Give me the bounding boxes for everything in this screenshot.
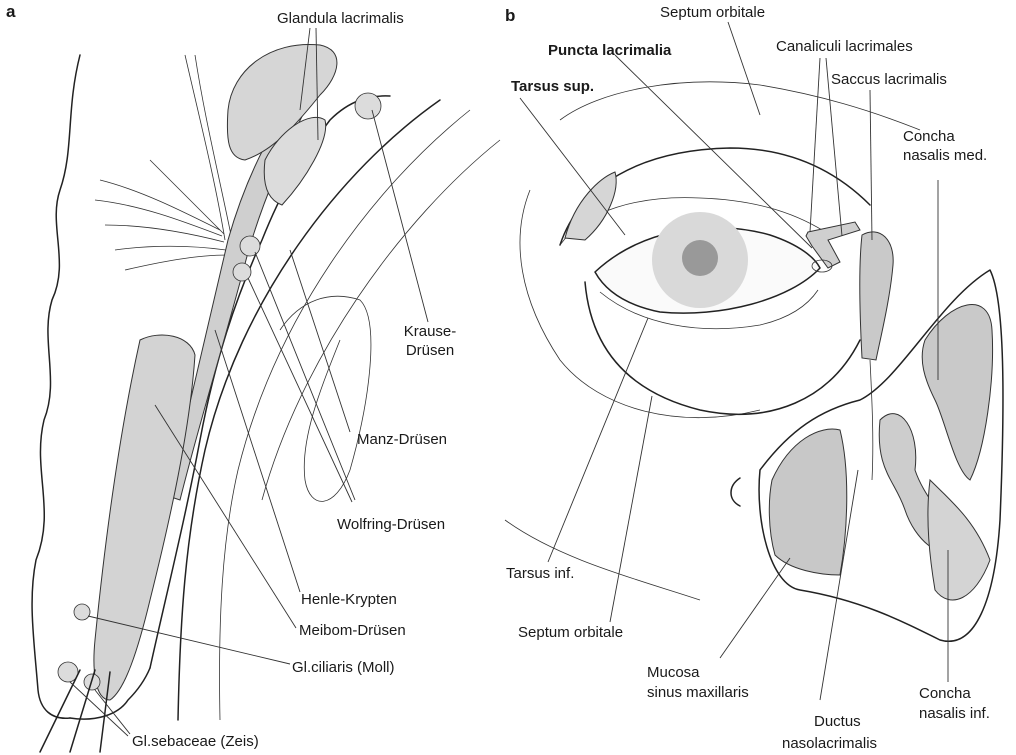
wolfring-gland-1 (240, 236, 260, 256)
label-krause-2: Drüsen (402, 342, 458, 359)
fiber-6 (115, 246, 226, 250)
concha-med (922, 305, 992, 480)
pupil (682, 240, 718, 276)
label-septum-orbitale-bottom: Septum orbitale (518, 624, 623, 641)
fiber-7 (125, 255, 228, 270)
label-manz-drusen: Manz-Drüsen (357, 431, 447, 448)
label-glandula-lacrimalis: Glandula lacrimalis (277, 10, 404, 27)
label-tarsus-sup: Tarsus sup. (511, 78, 594, 95)
panel-label-b: b (505, 6, 515, 26)
leader-meibom (155, 405, 296, 628)
fiber-5 (105, 225, 224, 242)
label-concha-inf-2: nasalis inf. (919, 705, 990, 722)
inferior-meatus (928, 480, 990, 600)
cheek-line (505, 520, 700, 600)
label-henle-krypten: Henle-Krypten (301, 591, 397, 608)
label-mucosa-2: sinus maxillaris (647, 684, 749, 701)
leader-tarsus-sup (520, 98, 625, 235)
label-canaliculi-lacrimales: Canaliculi lacrimales (776, 38, 913, 55)
leader-wolfring-1 (255, 252, 355, 500)
panel-label-a: a (6, 2, 15, 22)
leader-manz (290, 250, 350, 432)
maxillary-sinus (769, 429, 846, 575)
label-meibom-drusen: Meibom-Drüsen (299, 622, 406, 639)
leader-septum-top (728, 22, 760, 115)
label-tarsus-inf: Tarsus inf. (506, 565, 574, 582)
label-mucosa-1: Mucosa (647, 664, 700, 681)
nasal-mark (731, 478, 740, 506)
label-concha-med-1: Concha (903, 128, 955, 145)
label-ductus-2: nasolacrimalis (782, 735, 877, 752)
label-wolfring-drusen: Wolfring-Drüsen (337, 516, 445, 533)
nasolacrimal-duct (870, 360, 873, 480)
fiber-3 (100, 180, 220, 230)
label-gl-sebaceae: Gl.sebaceae (Zeis) (132, 733, 259, 750)
face-outline (560, 82, 920, 130)
label-ductus-1: Ductus (814, 713, 861, 730)
leader-henle (215, 330, 300, 592)
label-puncta-lacrimalia: Puncta lacrimalia (548, 42, 671, 59)
leader-septum-bottom (610, 396, 652, 622)
label-concha-inf-1: Concha (919, 685, 971, 702)
label-septum-orbitale-top: Septum orbitale (660, 4, 765, 21)
label-concha-med-2: nasalis med. (903, 147, 987, 164)
leader-canaliculi-1 (810, 58, 820, 232)
fiber-2 (195, 55, 232, 240)
lacrimal-sac (860, 232, 893, 360)
fornix-loop (280, 296, 371, 501)
label-gl-ciliaris: Gl.ciliaris (Moll) (292, 659, 395, 676)
label-krause-1: Krause- (402, 323, 458, 340)
leader-krause (372, 110, 428, 322)
moll-gland (74, 604, 90, 620)
label-saccus-lacrimalis: Saccus lacrimalis (831, 71, 947, 88)
panel-b-drawing (505, 22, 1003, 700)
skin-outline (32, 55, 80, 718)
leader-mucosa (720, 558, 790, 658)
leader-tarsus-inf (548, 318, 648, 562)
fiber-4 (95, 200, 222, 236)
fiber-1 (185, 55, 225, 240)
krause-gland (355, 93, 381, 119)
tarsus-sup-shape (565, 172, 616, 240)
panel-a-drawing (32, 28, 500, 752)
